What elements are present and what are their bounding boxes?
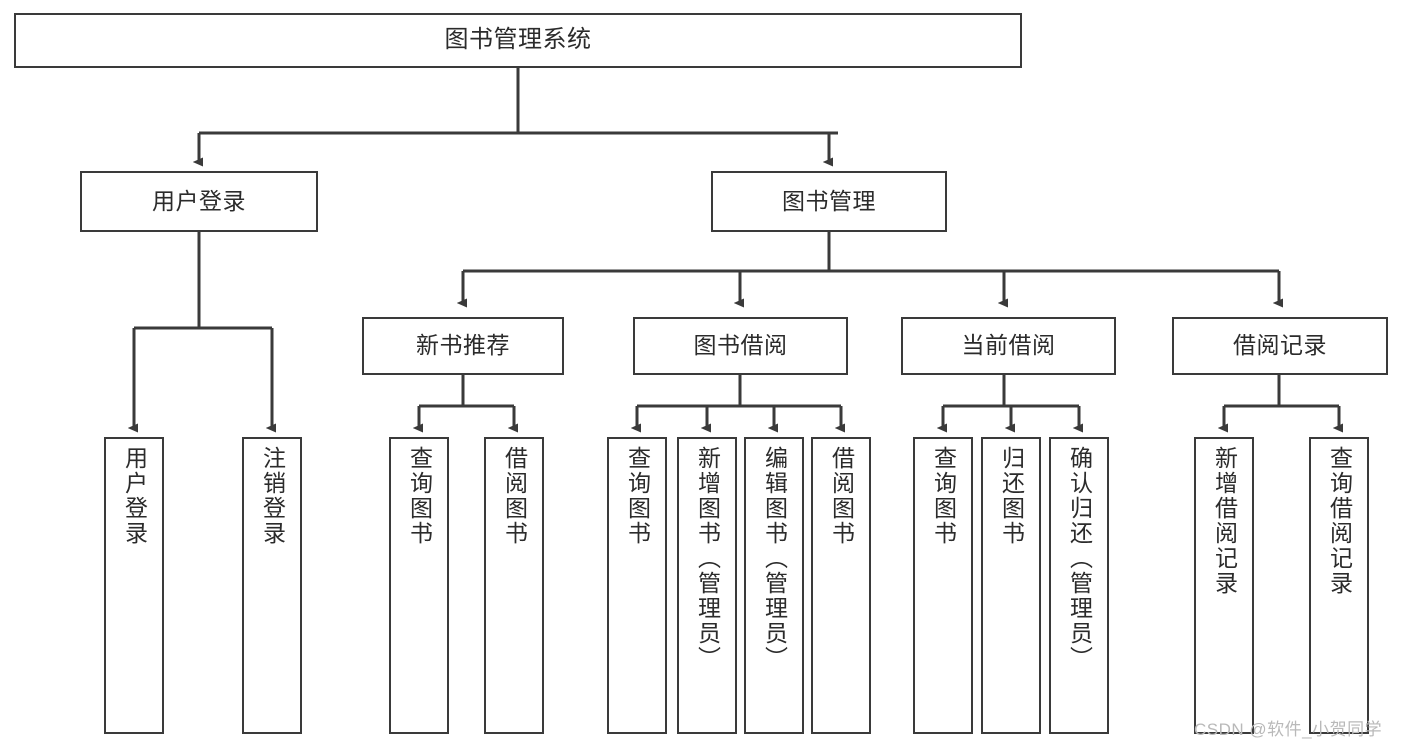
node-label: 图书借阅 [693, 332, 788, 359]
leaf-current-borrow-query-book[interactable]: 查询图书 [913, 437, 973, 734]
node-label: 确认归还（管理员） [1066, 446, 1093, 671]
node-label: 借阅图书 [501, 446, 528, 546]
node-label: 查询图书 [406, 446, 433, 546]
node-book-management[interactable]: 图书管理 [711, 171, 947, 232]
leaf-user-login-login[interactable]: 用户登录 [104, 437, 164, 734]
node-label: 归还图书 [998, 446, 1025, 546]
leaf-current-borrow-confirm-return[interactable]: 确认归还（管理员） [1049, 437, 1109, 734]
leaf-book-borrow-query-book[interactable]: 查询图书 [607, 437, 667, 734]
node-label: 借阅图书 [828, 446, 855, 546]
node-label: 当前借阅 [961, 332, 1056, 359]
leaf-borrow-record-add-record[interactable]: 新增借阅记录 [1194, 437, 1254, 734]
node-label: 用户登录 [121, 446, 148, 546]
node-label: 查询借阅记录 [1326, 446, 1353, 596]
node-label: 编辑图书（管理员） [761, 446, 788, 671]
leaf-book-borrow-borrow-book[interactable]: 借阅图书 [811, 437, 871, 734]
leaf-new-book-borrow-book[interactable]: 借阅图书 [484, 437, 544, 734]
watermark-csdn: CSDN @软件_小贺同学 [1194, 720, 1383, 739]
node-label: 图书管理 [782, 187, 876, 214]
leaf-book-borrow-edit-book[interactable]: 编辑图书（管理员） [744, 437, 804, 734]
node-current-borrow[interactable]: 当前借阅 [901, 317, 1116, 375]
node-borrow-record[interactable]: 借阅记录 [1172, 317, 1388, 375]
node-label: 注销登录 [259, 446, 286, 546]
leaf-book-borrow-add-book[interactable]: 新增图书（管理员） [677, 437, 737, 734]
leaf-user-login-logout[interactable]: 注销登录 [242, 437, 302, 734]
node-root-book-management-system[interactable]: 图书管理系统 [14, 13, 1022, 68]
node-label: 借阅记录 [1233, 332, 1327, 359]
node-book-borrow[interactable]: 图书借阅 [633, 317, 848, 375]
leaf-borrow-record-query-record[interactable]: 查询借阅记录 [1309, 437, 1369, 734]
node-label: 新增图书（管理员） [694, 446, 721, 671]
node-label: 用户登录 [152, 187, 246, 214]
node-label: 图书管理系统 [444, 26, 592, 54]
leaf-new-book-query-book[interactable]: 查询图书 [389, 437, 449, 734]
node-user-login[interactable]: 用户登录 [80, 171, 318, 232]
node-label: 查询图书 [624, 446, 651, 546]
node-label: 新增借阅记录 [1211, 446, 1238, 596]
node-new-book-recommend[interactable]: 新书推荐 [362, 317, 564, 375]
node-label: 查询图书 [930, 446, 957, 546]
node-label: 新书推荐 [416, 332, 510, 359]
leaf-current-borrow-return-book[interactable]: 归还图书 [981, 437, 1041, 734]
